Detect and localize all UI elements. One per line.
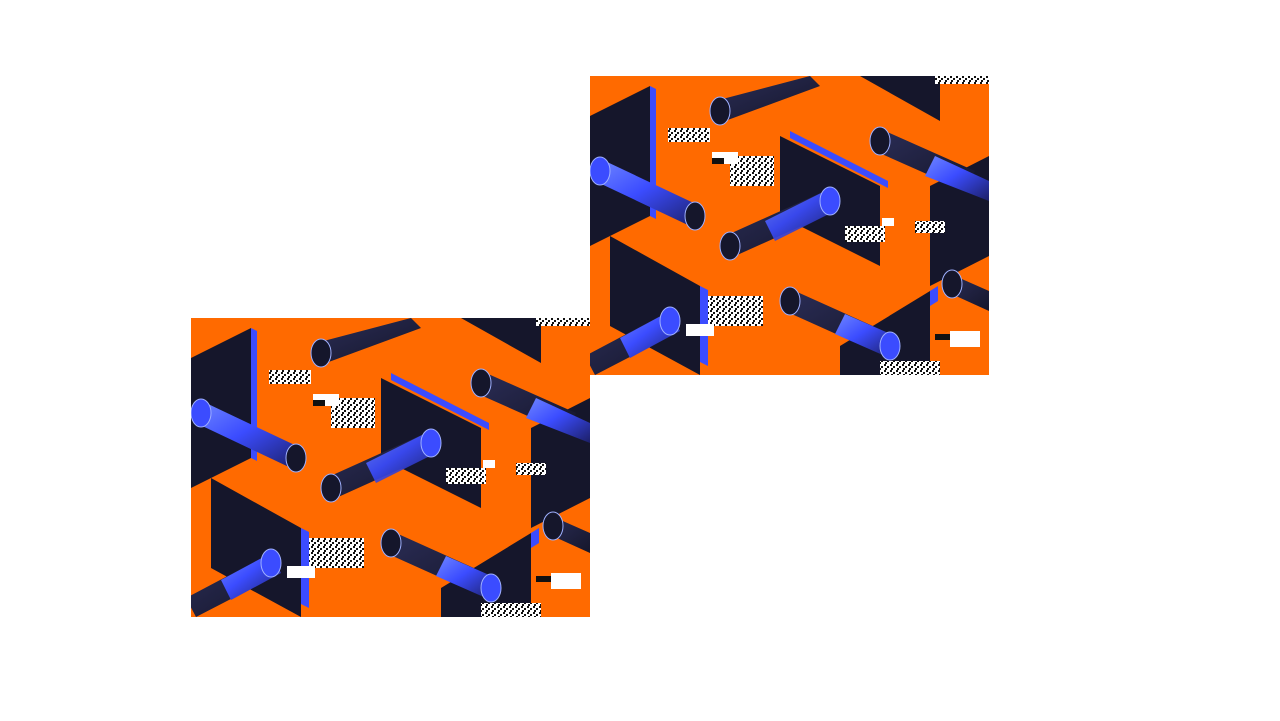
abstract-pattern-graphic — [191, 318, 590, 617]
abstract-pattern-graphic — [590, 76, 989, 375]
artwork-image-bottom-left — [191, 318, 590, 617]
artwork-image-top-right — [590, 76, 989, 375]
